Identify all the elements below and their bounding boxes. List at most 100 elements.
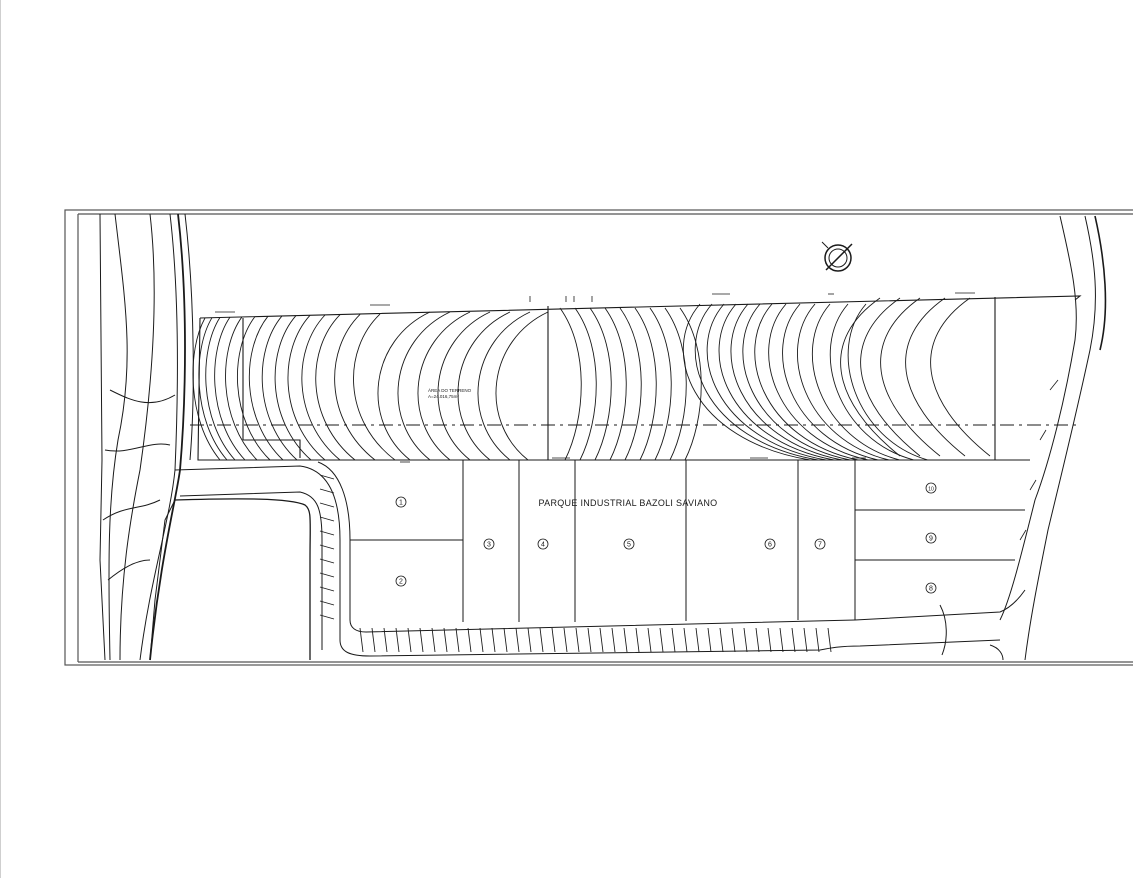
frontage-hatch bbox=[587, 627, 592, 653]
right-road-edge-1 bbox=[999, 215, 1077, 621]
frontage-hatch bbox=[539, 627, 544, 653]
road-hatch-2 bbox=[104, 443, 171, 452]
frame-outer bbox=[64, 209, 1133, 666]
lot-marker: 5 bbox=[623, 538, 635, 550]
lot-marker-circle bbox=[395, 575, 407, 587]
contour-line bbox=[742, 303, 851, 461]
contour-line bbox=[905, 297, 966, 457]
contour-line bbox=[634, 307, 657, 461]
boundary-top bbox=[199, 295, 1082, 319]
road-hatch-1 bbox=[109, 389, 176, 404]
area-label: ÁREA DO TERRENO bbox=[428, 387, 472, 393]
left-road-embankment bbox=[99, 213, 194, 661]
frontage-hatch bbox=[431, 627, 436, 653]
frontage-hatch bbox=[443, 627, 448, 653]
frontage-hatch bbox=[491, 627, 496, 653]
lot-number: 4 bbox=[541, 542, 545, 549]
contour-line bbox=[261, 315, 298, 461]
lot-number: 3 bbox=[487, 542, 491, 549]
frontage-hatch bbox=[599, 627, 604, 653]
contour-line bbox=[377, 311, 431, 461]
side-hatch bbox=[319, 502, 335, 508]
frontage-hatch bbox=[407, 627, 412, 653]
contour-line bbox=[754, 303, 859, 461]
lot-number: 9 bbox=[929, 536, 933, 543]
boundary-step bbox=[243, 439, 301, 458]
frontage-hatch bbox=[815, 627, 820, 653]
lot-number: 6 bbox=[768, 542, 772, 549]
lot-marker: 3 bbox=[483, 538, 495, 550]
contour-line bbox=[417, 311, 471, 461]
contour-line bbox=[604, 307, 627, 461]
contour-line bbox=[880, 297, 941, 457]
contour-line bbox=[811, 303, 901, 461]
road-edge-main bbox=[149, 213, 186, 661]
road-edge-5 bbox=[184, 213, 194, 461]
frontage-hatch bbox=[395, 627, 400, 653]
frontage-hatch bbox=[743, 627, 748, 653]
frontage-hatch bbox=[371, 627, 376, 653]
lot-marker-circle bbox=[814, 538, 826, 550]
page-left-edge bbox=[0, 0, 1, 878]
contour-line bbox=[649, 307, 672, 461]
frontage-hatching bbox=[319, 474, 832, 653]
lot-number: 2 bbox=[399, 579, 403, 586]
frontage-hatch bbox=[551, 627, 556, 653]
frontage-hatch bbox=[671, 627, 676, 653]
frontage-hatch bbox=[659, 627, 664, 653]
frontage-hatch bbox=[695, 627, 700, 653]
lower-road-edge-inner bbox=[179, 491, 323, 650]
contour-line bbox=[274, 315, 312, 461]
road-edge-4 bbox=[139, 213, 178, 661]
contour-line bbox=[198, 317, 228, 461]
contour-line bbox=[664, 307, 687, 461]
frontage-hatch bbox=[827, 627, 832, 653]
lot-marker-circle bbox=[764, 538, 776, 550]
contour-line bbox=[287, 314, 326, 461]
lot-marker-circle bbox=[537, 538, 549, 550]
frontage-hatch bbox=[527, 627, 532, 653]
curb-return bbox=[939, 604, 947, 656]
contour-line bbox=[559, 307, 582, 461]
contour-line bbox=[477, 311, 531, 461]
frontage-hatch bbox=[575, 627, 580, 653]
curb-return-right bbox=[989, 644, 1004, 661]
lot-marker: 9 bbox=[925, 532, 937, 544]
frontage-hatch bbox=[791, 627, 796, 653]
side-hatch bbox=[319, 544, 335, 550]
side-hatch bbox=[319, 614, 335, 620]
contour-line bbox=[437, 311, 491, 461]
side-hatch bbox=[319, 516, 335, 522]
frontage-hatch bbox=[623, 627, 628, 653]
lot-marker: 2 bbox=[395, 575, 407, 587]
contour-line bbox=[847, 303, 929, 461]
contour-line bbox=[334, 314, 376, 461]
lower-road bbox=[149, 465, 1004, 661]
contour-line bbox=[782, 303, 879, 461]
lot-number: 1 bbox=[399, 500, 403, 507]
frontage-hatch bbox=[767, 627, 772, 653]
lot-marker-circle bbox=[925, 582, 937, 594]
contour-line bbox=[574, 307, 597, 461]
contour-line bbox=[315, 314, 356, 461]
contour-line bbox=[248, 315, 284, 461]
lot-marker-circle bbox=[925, 532, 937, 544]
contour-line bbox=[730, 303, 843, 461]
lot-marker: 10 bbox=[925, 482, 937, 494]
contour-line bbox=[930, 297, 991, 457]
side-hatch bbox=[319, 600, 335, 606]
lot-marker-circle bbox=[925, 482, 937, 494]
lot-marker: 8 bbox=[925, 582, 937, 594]
lot-marker-circle bbox=[483, 538, 495, 550]
frontage-hatch bbox=[779, 627, 784, 653]
lower-road-edge-outer bbox=[174, 465, 1001, 657]
side-hatch bbox=[319, 558, 335, 564]
road-edge-3 bbox=[119, 213, 155, 661]
contour-line bbox=[214, 316, 246, 461]
road-edge-2 bbox=[108, 213, 128, 661]
side-hatch bbox=[319, 530, 335, 536]
frontage-hatch bbox=[359, 627, 364, 653]
contour-line bbox=[225, 316, 258, 461]
area-value: A=24.016,75m² bbox=[428, 394, 459, 399]
contour-line bbox=[353, 313, 396, 461]
